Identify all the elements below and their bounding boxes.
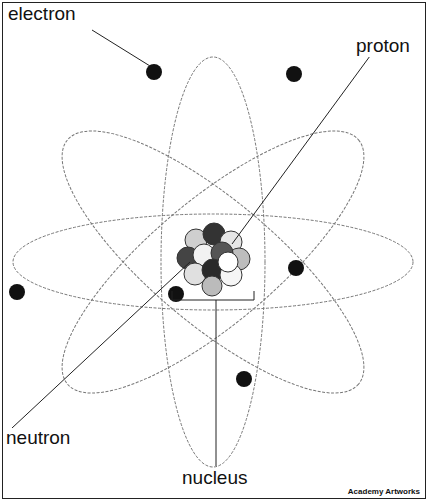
part-label: proton: [354, 36, 412, 57]
part-label: nucleus: [180, 468, 250, 489]
orbits: [13, 57, 413, 467]
part-label: neutron: [4, 428, 72, 449]
part-label: electron: [6, 4, 78, 25]
watermark: Academy Artworks: [346, 488, 422, 497]
leader-lines: [12, 30, 370, 466]
electrons: [9, 64, 304, 387]
frame: [3, 3, 426, 499]
